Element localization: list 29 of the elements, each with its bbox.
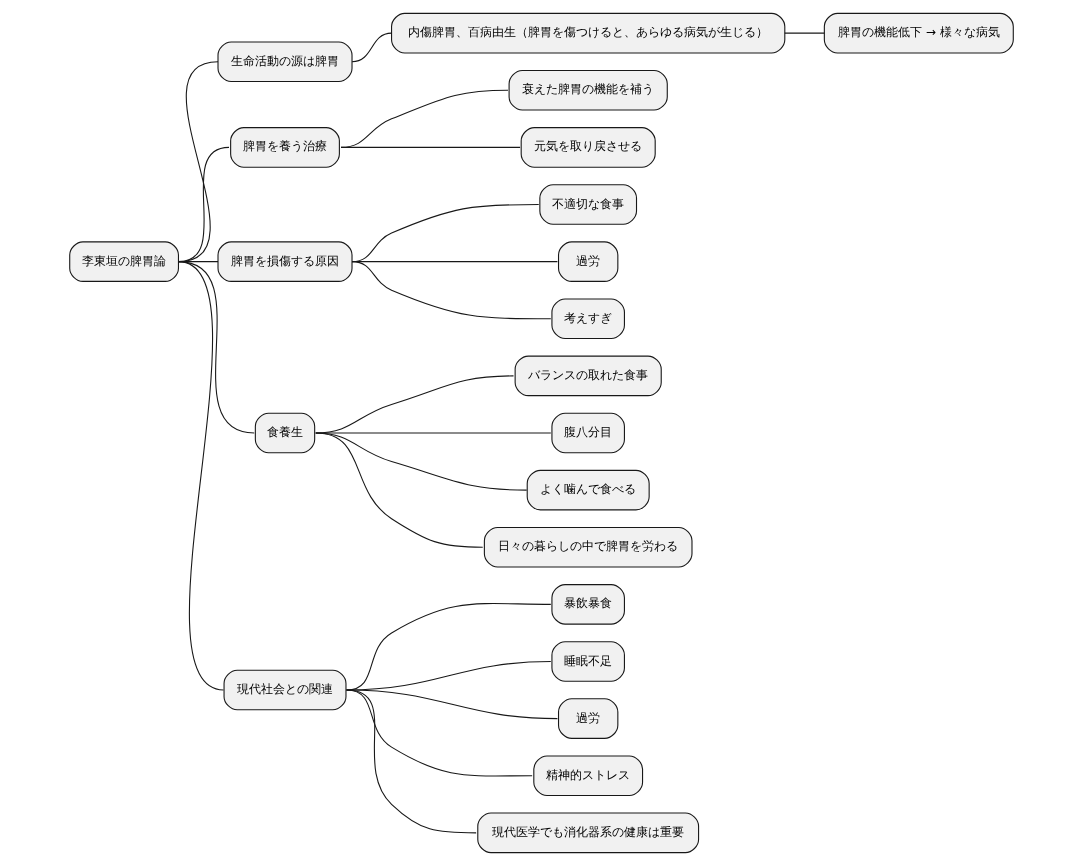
node-box: 睡眠不足 <box>551 640 625 682</box>
node-box: 過労 <box>558 240 619 282</box>
node-box: 内傷脾胃、百病由生（脾胃を傷つけると、あらゆる病気が生じる） <box>391 12 786 53</box>
node-box: 過労 <box>558 697 619 739</box>
node-box: 脾胃を養う治療 <box>230 126 340 168</box>
node-box: 精神的ストレス <box>533 754 644 796</box>
connector <box>345 689 477 833</box>
connector <box>315 431 484 548</box>
connector <box>784 32 825 34</box>
node-box: 現代医学でも消化器系の健康は重要 <box>477 812 700 853</box>
node-box: バランスの取れた食事 <box>514 355 662 396</box>
node-box: 考えすぎ <box>551 297 625 339</box>
node-box: よく噛んで食べる <box>526 469 650 510</box>
node-box: 現代社会との関連 <box>223 669 347 710</box>
node-box: 暴飲暴食 <box>551 583 625 625</box>
node-box: 不適切な食事 <box>539 183 638 225</box>
connector <box>340 146 521 148</box>
node-box: 衰えた脾胃の機能を補う <box>508 69 668 111</box>
connector <box>351 260 552 319</box>
node-box: 食養生 <box>254 412 316 453</box>
connector <box>177 260 225 691</box>
node-box: 日々の暮らしの中で脾胃を労わる <box>483 526 693 568</box>
node-box: 脾胃を損傷する原因 <box>217 240 353 282</box>
node-box: 腹八分目 <box>551 412 625 453</box>
node-box: 脾胃の機能低下 → 様々な病気 <box>823 12 1014 53</box>
connector <box>351 32 393 62</box>
node-box: 元気を取り戻させる <box>520 126 656 168</box>
node-box: 生命活動の源は脾胃 <box>217 40 353 82</box>
node-box: 李東垣の脾胃論 <box>69 240 179 282</box>
